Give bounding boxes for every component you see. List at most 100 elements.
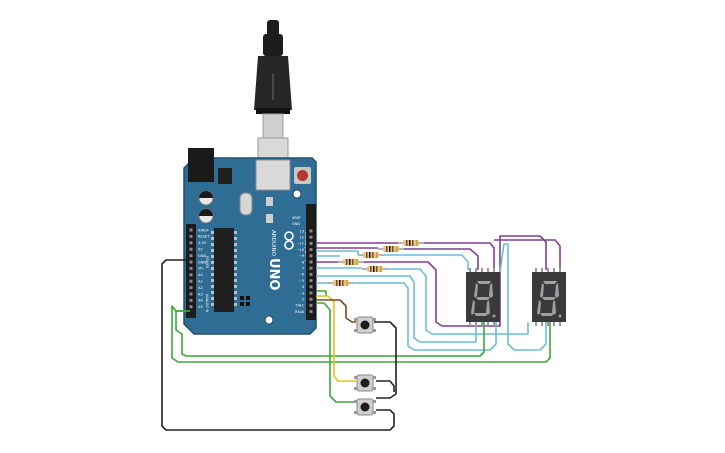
- wire-purple: [424, 242, 495, 270]
- analog-header-label: ANALOG IN: [205, 294, 209, 313]
- digital-pin-hole: [309, 291, 313, 295]
- board-brand: ARDUINO: [270, 230, 276, 257]
- resistor: [398, 240, 424, 246]
- resistor: [378, 246, 404, 252]
- board-model: UNO: [266, 258, 281, 291]
- power-pin-hole: [189, 254, 193, 258]
- wire-lightblue: [316, 250, 359, 255]
- wire-green: [175, 310, 485, 357]
- power-pin-hole: [189, 305, 193, 309]
- digital-pin-hole: [309, 285, 313, 289]
- digital-pin-hole: [309, 279, 313, 283]
- power-pin-hole: [189, 241, 193, 245]
- digital-pin-hole: [309, 241, 313, 245]
- digital-pin-label: 12: [299, 236, 304, 240]
- wire-purple: [404, 248, 479, 270]
- power-pin-label: A0: [198, 273, 203, 277]
- wire-green: [316, 290, 327, 296]
- power-pin-label: A2: [198, 286, 203, 290]
- digital-pin-hole: [309, 254, 313, 258]
- resistor: [338, 259, 364, 265]
- wire-black: [376, 380, 395, 392]
- digital-pin-hole: [309, 229, 313, 233]
- digital-pin-hole: [309, 235, 313, 239]
- power-pin-hole: [189, 279, 193, 283]
- power-pin-header: [186, 224, 196, 318]
- digital-pin-label: ~6: [299, 273, 305, 277]
- resistor: [358, 252, 384, 258]
- digital-pin-hole: [309, 248, 313, 252]
- wire-lightblue: [384, 254, 469, 270]
- power-pin-hole: [189, 286, 193, 290]
- wire-lightblue: [499, 243, 547, 351]
- digital-pin-label: 4: [302, 285, 305, 289]
- chip-pins: [211, 231, 237, 306]
- wire-green: [171, 305, 551, 363]
- digital-pin-label: 7: [302, 267, 304, 271]
- digital-pin-hole: [309, 272, 313, 276]
- icsp-header: [240, 296, 250, 306]
- power-pin-hole: [189, 273, 193, 277]
- pushbutton-1: [354, 316, 376, 334]
- digital-pin-label: ~11: [296, 242, 304, 246]
- power-pin-label: GND: [198, 260, 206, 264]
- wire-lightblue: [316, 275, 477, 343]
- power-header-label: POWER: [205, 256, 209, 269]
- power-pin-hole: [189, 260, 193, 264]
- resistors: [328, 240, 424, 286]
- crystal: [239, 192, 253, 216]
- seven-segment-display-1: [466, 268, 500, 326]
- wire-brown: [316, 299, 356, 323]
- digital-pin-hole: [309, 303, 313, 307]
- digital-pin-label: TX▸1: [294, 304, 304, 308]
- digital-pin-label: 13: [299, 229, 304, 233]
- wires: [161, 235, 561, 431]
- seven-segment-display-2: [532, 268, 566, 326]
- power-pin-label: A1: [198, 280, 203, 284]
- usb-port: [255, 159, 291, 191]
- wire-lightblue: [354, 282, 497, 351]
- power-jack: [188, 148, 214, 182]
- wire-green: [316, 302, 356, 403]
- power-pin-hole: [189, 292, 193, 296]
- digital-pin-label: ~5: [299, 279, 304, 283]
- digital-pin-hole: [309, 297, 313, 301]
- wire-lightblue: [388, 268, 529, 335]
- power-pin-hole: [189, 228, 193, 232]
- atmega-chip: [214, 228, 234, 312]
- digital-pin-holes: [309, 229, 313, 314]
- digital-pin-label: 2: [302, 298, 304, 302]
- digital-pin-hole: [309, 310, 313, 314]
- power-pin-label: A4: [198, 299, 203, 303]
- usb-cable: [254, 20, 292, 177]
- wire-black: [161, 259, 395, 431]
- power-pin-label: IOREF: [198, 228, 209, 232]
- aref-label: AREF: [292, 216, 301, 220]
- resistor: [328, 280, 354, 286]
- digital-pin-label: ~3: [299, 291, 304, 295]
- power-pin-label: GND: [198, 254, 206, 258]
- resistor: [362, 266, 388, 272]
- pushbutton-3: [354, 398, 376, 416]
- digital-pin-hole: [309, 266, 313, 270]
- reset-button: [294, 167, 311, 184]
- power-pin-label: A3: [198, 292, 203, 296]
- power-pin-label: Vin: [198, 267, 204, 271]
- wire-black: [374, 321, 397, 399]
- power-pin-label: A5: [198, 305, 203, 309]
- pushbutton-2: [354, 374, 376, 392]
- power-pin-label: RESET: [198, 235, 210, 239]
- digital-pin-label: ~9: [299, 254, 305, 258]
- gnd-label: GND: [292, 222, 300, 226]
- wire-yellow: [316, 295, 356, 382]
- wire-purple: [494, 239, 561, 270]
- power-pin-hole: [189, 247, 193, 251]
- arduino-logo: [284, 231, 294, 250]
- power-pin-hole: [189, 234, 193, 238]
- power-pin-label: 3.3V: [198, 241, 207, 245]
- digital-pin-hole: [309, 260, 313, 264]
- power-pin-holes: [189, 228, 193, 309]
